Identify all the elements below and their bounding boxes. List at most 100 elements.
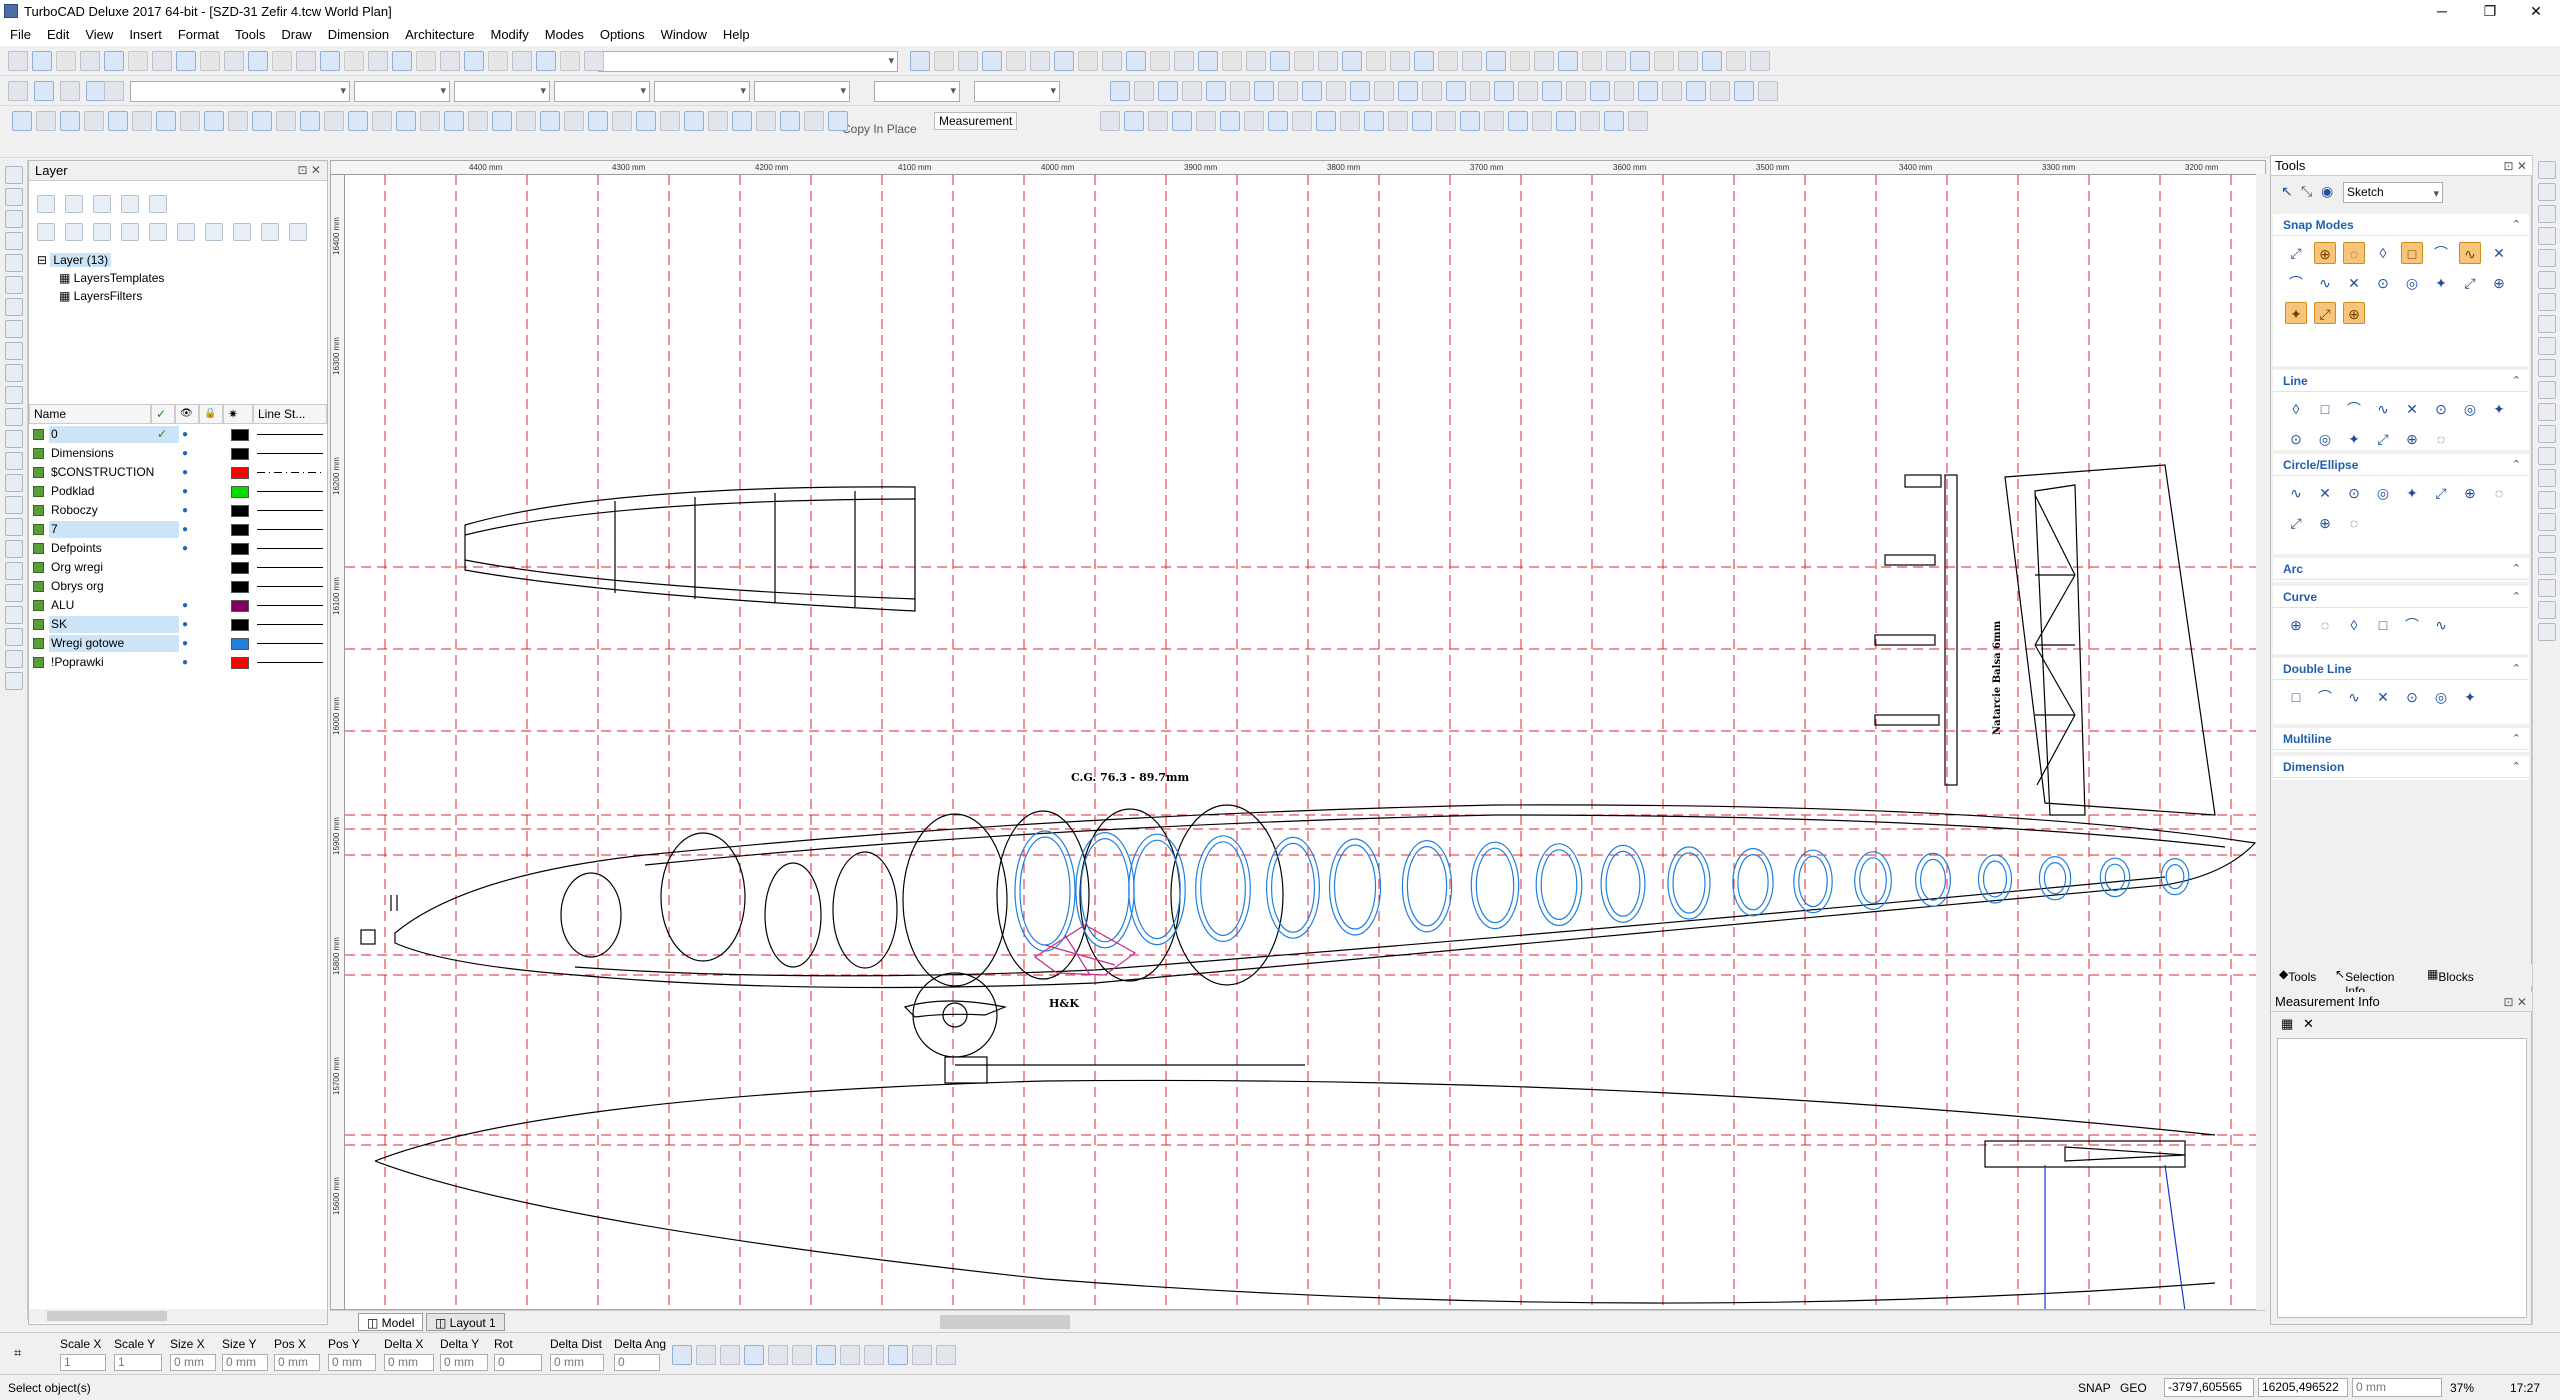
tool-icon[interactable]: ✦ xyxy=(2285,302,2307,324)
layer-tool-button-6[interactable] xyxy=(65,223,83,241)
inspector-field[interactable]: 0 xyxy=(494,1354,542,1371)
standard-toolbar-button-43[interactable] xyxy=(1342,51,1362,71)
tool-icon[interactable]: ⤢ xyxy=(2435,485,2447,501)
inspector-tool-button-7[interactable] xyxy=(840,1345,860,1365)
palette-pin-icon[interactable]: ⊡ ✕ xyxy=(2503,159,2527,173)
drawing-toolbar-button-38[interactable] xyxy=(1172,111,1192,131)
property-toolbar-button-0[interactable] xyxy=(8,81,28,101)
tool-icon[interactable]: ⊕ xyxy=(2314,242,2336,264)
panel-pin-icon[interactable]: ⊡ ✕ xyxy=(297,163,321,177)
standard-toolbar-button-22[interactable] xyxy=(536,51,556,71)
drawing-toolbar-button-42[interactable] xyxy=(1268,111,1288,131)
drawing-toolbar-button-29[interactable] xyxy=(708,111,728,131)
right-tool-button-19[interactable] xyxy=(2538,579,2556,597)
menu-insert[interactable]: Insert xyxy=(129,26,162,42)
tool-icon[interactable]: ⌒ xyxy=(2318,689,2332,705)
drawing-toolbar-button-9[interactable] xyxy=(228,111,248,131)
drawing-toolbar-button-49[interactable] xyxy=(1436,111,1456,131)
standard-toolbar-button-46[interactable] xyxy=(1414,51,1434,71)
tool-icon[interactable]: ✦ xyxy=(2464,689,2476,705)
property-toolbar-button-9[interactable] xyxy=(1206,81,1226,101)
tool-icon[interactable]: ⊙ xyxy=(2348,485,2360,501)
layer-tool-button-0[interactable] xyxy=(37,195,55,213)
inspector-lock-icon[interactable]: ⌗ xyxy=(14,1345,22,1360)
chevron-icon[interactable]: ⌃ xyxy=(2511,219,2521,231)
drawing-toolbar-button-3[interactable] xyxy=(84,111,104,131)
right-tool-button-2[interactable] xyxy=(2538,205,2556,223)
drawing-toolbar-button-17[interactable] xyxy=(420,111,440,131)
tool-icon[interactable]: ◎ xyxy=(2376,485,2390,501)
inspector-field[interactable]: 0 mm xyxy=(328,1354,376,1371)
left-tool-button-17[interactable] xyxy=(5,540,23,558)
left-tool-button-0[interactable] xyxy=(5,166,23,184)
layer-hscroll[interactable] xyxy=(29,1309,327,1323)
property-toolbar-button-1[interactable] xyxy=(34,81,54,101)
drawing-toolbar-button-5[interactable] xyxy=(132,111,152,131)
standard-toolbar-button-27[interactable] xyxy=(958,51,978,71)
drawing-toolbar-button-27[interactable] xyxy=(660,111,680,131)
layer-name[interactable]: Podklad xyxy=(51,484,95,498)
inspector-tool-button-4[interactable] xyxy=(768,1345,788,1365)
inspector-field[interactable]: 0 mm xyxy=(550,1354,604,1371)
property-toolbar-button-7[interactable] xyxy=(1158,81,1178,101)
left-tool-button-2[interactable] xyxy=(5,210,23,228)
tool-icon[interactable]: ⊙ xyxy=(2377,275,2389,291)
standard-toolbar-button-34[interactable] xyxy=(1126,51,1146,71)
inspector-tool-button-9[interactable] xyxy=(888,1345,908,1365)
standard-toolbar-button-25[interactable] xyxy=(910,51,930,71)
standard-toolbar-button-47[interactable] xyxy=(1438,51,1458,71)
standard-toolbar-button-54[interactable] xyxy=(1606,51,1626,71)
property-toolbar-button-11[interactable] xyxy=(1254,81,1274,101)
standard-toolbar-button-13[interactable] xyxy=(320,51,340,71)
drawing-toolbar-button-15[interactable] xyxy=(372,111,392,131)
section-header[interactable]: Curve⌃ xyxy=(2273,586,2529,608)
tool-icon[interactable]: ◌ xyxy=(2343,242,2365,264)
chevron-icon[interactable]: ⌃ xyxy=(2511,663,2521,675)
sketch-combo[interactable]: Sketch xyxy=(2343,182,2443,204)
clear-icon[interactable]: ✕ xyxy=(2303,1016,2314,1031)
standard-toolbar-button-57[interactable] xyxy=(1678,51,1698,71)
grid-icon[interactable]: ▦ xyxy=(2281,1016,2294,1031)
layer-name[interactable]: Obrys org xyxy=(51,579,104,593)
menu-draw[interactable]: Draw xyxy=(281,26,312,42)
right-tool-button-7[interactable] xyxy=(2538,315,2556,333)
units-combo[interactable] xyxy=(974,81,1060,102)
drawing-toolbar-button-16[interactable] xyxy=(396,111,416,131)
property-toolbar-button-21[interactable] xyxy=(1494,81,1514,101)
tool-icon[interactable]: □ xyxy=(2291,689,2301,705)
pen-combo[interactable] xyxy=(454,81,550,102)
layer-tree-templates[interactable]: ▦ LayersTemplates xyxy=(59,271,165,285)
tool-icon[interactable]: ⊕ xyxy=(2406,431,2418,447)
menu-dimension[interactable]: Dimension xyxy=(327,26,390,42)
layer-name[interactable]: Defpoints xyxy=(51,541,102,555)
tool-icon[interactable]: ∿ xyxy=(2319,275,2331,291)
standard-toolbar-button-0[interactable] xyxy=(8,51,28,71)
tool-icon[interactable]: ⊕ xyxy=(2464,485,2476,501)
drawing-hscroll-thumb[interactable] xyxy=(940,1315,1070,1329)
chevron-icon[interactable]: ⌃ xyxy=(2511,591,2521,603)
inspector-field[interactable]: 1 xyxy=(60,1354,106,1371)
inspector-tool-button-0[interactable] xyxy=(672,1345,692,1365)
layer-name[interactable]: 7 xyxy=(49,521,179,538)
layer-tool-button-12[interactable] xyxy=(233,223,251,241)
left-tool-button-21[interactable] xyxy=(5,628,23,646)
layer-tool-button-8[interactable] xyxy=(121,223,139,241)
right-tool-button-16[interactable] xyxy=(2538,513,2556,531)
layer-line-style[interactable] xyxy=(257,662,323,663)
standard-toolbar-button-20[interactable] xyxy=(488,51,508,71)
drawing-toolbar-button-37[interactable] xyxy=(1148,111,1168,131)
command-combo[interactable] xyxy=(598,51,898,72)
standard-toolbar-button-15[interactable] xyxy=(368,51,388,71)
tool-icon[interactable]: ◎ xyxy=(2463,401,2477,417)
tool-icon[interactable]: ✕ xyxy=(2348,275,2360,291)
right-tool-button-11[interactable] xyxy=(2538,403,2556,421)
col-lock[interactable]: 🔒 xyxy=(199,404,223,424)
layer-line-style[interactable] xyxy=(257,453,323,454)
layer-line-style[interactable] xyxy=(257,529,323,530)
drawing-toolbar-button-53[interactable] xyxy=(1532,111,1552,131)
left-tool-button-11[interactable] xyxy=(5,408,23,426)
inspector-tool-button-3[interactable] xyxy=(744,1345,764,1365)
drawing-toolbar-button-21[interactable] xyxy=(516,111,536,131)
layer-color-swatch[interactable] xyxy=(231,600,249,612)
drawing-toolbar-button-12[interactable] xyxy=(300,111,320,131)
